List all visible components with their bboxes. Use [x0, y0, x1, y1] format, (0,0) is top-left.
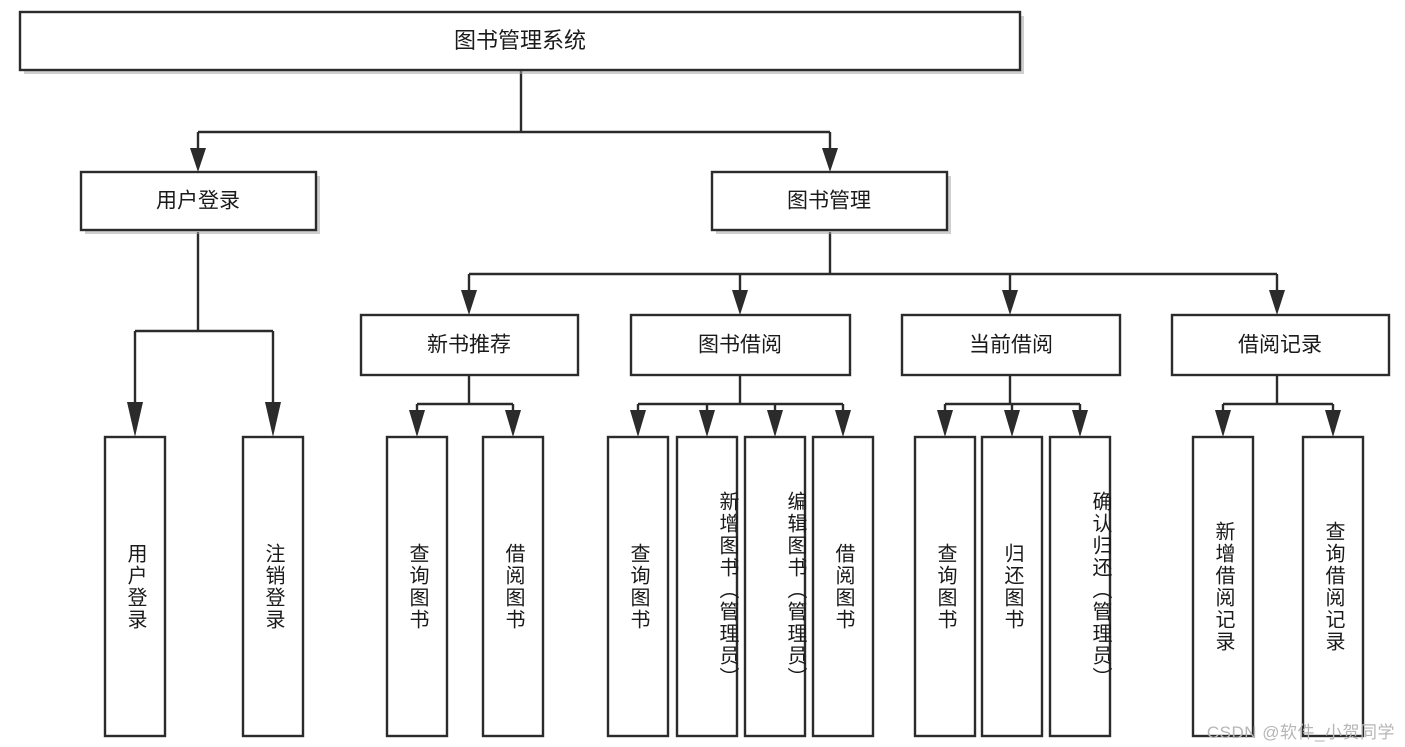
- arrow-head-leaf-query-record: [1325, 410, 1341, 437]
- arrow-head-leaf-query-book-3: [937, 410, 953, 437]
- node-leaf-user-login-box[interactable]: [103, 435, 167, 738]
- arrow-head-leaf-return-book: [1004, 410, 1020, 437]
- node-root-label: 图书管理系统: [454, 28, 586, 53]
- node-user-login[interactable]: 用户登录: [79, 170, 320, 234]
- node-book-manage-label: 图书管理: [787, 190, 871, 213]
- watermark-text: CSDN @软件_小贺同学: [1206, 723, 1395, 742]
- node-leaf-add-record-box[interactable]: [1191, 435, 1255, 738]
- arrow-head-leaf-query-book-2: [630, 410, 646, 437]
- arrow-head-leaf-add-book: [699, 410, 715, 437]
- node-current-borrow[interactable]: 当前借阅: [900, 313, 1122, 377]
- node-borrow-record-box: [1170, 313, 1391, 377]
- node-book-borrow-box: [629, 313, 852, 377]
- arrow-head-user-login: [190, 148, 206, 172]
- arrow-head-leaf-borrow-book-1: [505, 410, 521, 437]
- node-new-book-rec-label: 新书推荐: [427, 334, 511, 357]
- arrow-head-new-book-rec: [461, 290, 477, 315]
- node-leaf-query-book-1-box[interactable]: [385, 435, 449, 738]
- node-leaf-borrow-book-2-box[interactable]: [811, 435, 875, 738]
- node-leaf-query-book-3-box[interactable]: [913, 435, 977, 738]
- node-new-book-rec[interactable]: 新书推荐: [359, 313, 580, 377]
- arrow-head-leaf-borrow-book-2: [835, 410, 851, 437]
- node-current-borrow-box: [900, 313, 1122, 377]
- node-leaf-borrow-book-1-box[interactable]: [481, 435, 545, 738]
- node-book-manage[interactable]: 图书管理: [710, 170, 951, 234]
- arrow-head-leaf-edit-book: [767, 410, 783, 437]
- node-book-borrow[interactable]: 图书借阅: [629, 313, 852, 377]
- node-book-borrow-label: 图书借阅: [698, 334, 782, 357]
- node-leaf-query-book-2-box[interactable]: [606, 435, 670, 738]
- leaf-box-layer: [103, 435, 1365, 738]
- arrow-head-leaf-confirm-return: [1072, 410, 1088, 437]
- node-borrow-record[interactable]: 借阅记录: [1170, 313, 1391, 377]
- node-root[interactable]: 图书管理系统: [18, 10, 1024, 74]
- arrow-head-book-manage: [822, 148, 838, 172]
- arrow-head-leaf-query-book-1: [409, 410, 425, 437]
- arrow-head-leaf-add-record: [1215, 410, 1231, 437]
- node-current-borrow-label: 当前借阅: [969, 334, 1053, 357]
- node-new-book-rec-box: [359, 313, 580, 377]
- node-leaf-edit-book-box[interactable]: [743, 435, 807, 738]
- node-book-manage-box: [710, 170, 949, 232]
- arrow-head-current-borrow: [1002, 290, 1018, 315]
- arrow-head-leaf-user-login: [127, 402, 143, 437]
- node-user-login-label: 用户登录: [156, 190, 240, 213]
- connector-layer: [127, 71, 1341, 437]
- node-leaf-add-book-box[interactable]: [675, 435, 739, 738]
- node-leaf-return-book-box[interactable]: [980, 435, 1044, 738]
- node-leaf-confirm-return-box[interactable]: [1048, 435, 1112, 738]
- node-leaf-query-record-box[interactable]: [1301, 435, 1365, 738]
- node-user-login-box: [79, 170, 318, 232]
- node-leaf-logout-box[interactable]: [241, 435, 305, 738]
- arrow-head-borrow-record: [1269, 290, 1285, 315]
- node-borrow-record-label: 借阅记录: [1238, 334, 1322, 357]
- arrow-head-book-borrow: [732, 290, 748, 315]
- node-root-box: [18, 10, 1022, 72]
- arrow-head-leaf-logout: [265, 402, 281, 437]
